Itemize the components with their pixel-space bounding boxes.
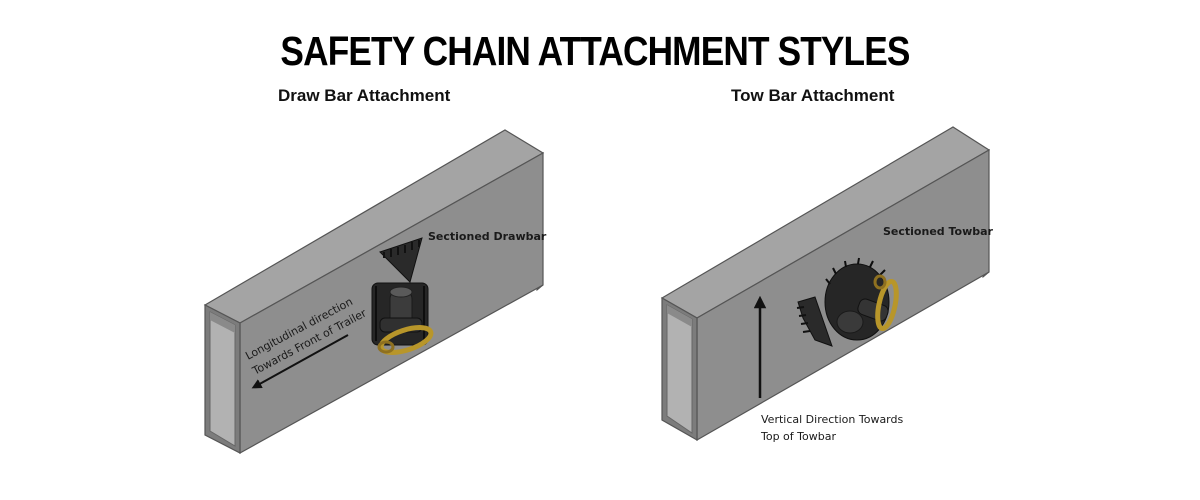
sectioned-towbar-label: Sectioned Towbar (883, 225, 994, 238)
vertical-direction-line1: Vertical Direction Towards (761, 413, 903, 426)
towbar-chain-link (873, 274, 899, 332)
towbar-attachment-assembly (824, 257, 890, 341)
towbar-section-piece (796, 296, 833, 347)
draw-bar-heading: Draw Bar Attachment (278, 86, 451, 105)
tow-bar-heading: Tow Bar Attachment (731, 86, 895, 105)
page-title: SAFETY CHAIN ATTACHMENT STYLES (280, 28, 910, 74)
towbar-tube (660, 126, 991, 442)
drawbar-attachment-assembly (371, 282, 429, 346)
drawbar-section-piece (379, 237, 423, 283)
vertical-direction-line2: Top of Towbar (760, 430, 836, 443)
longitudinal-arrow (251, 334, 349, 389)
drawbar-chain-link (377, 325, 434, 355)
sectioned-drawbar-label: Sectioned Drawbar (428, 230, 547, 243)
